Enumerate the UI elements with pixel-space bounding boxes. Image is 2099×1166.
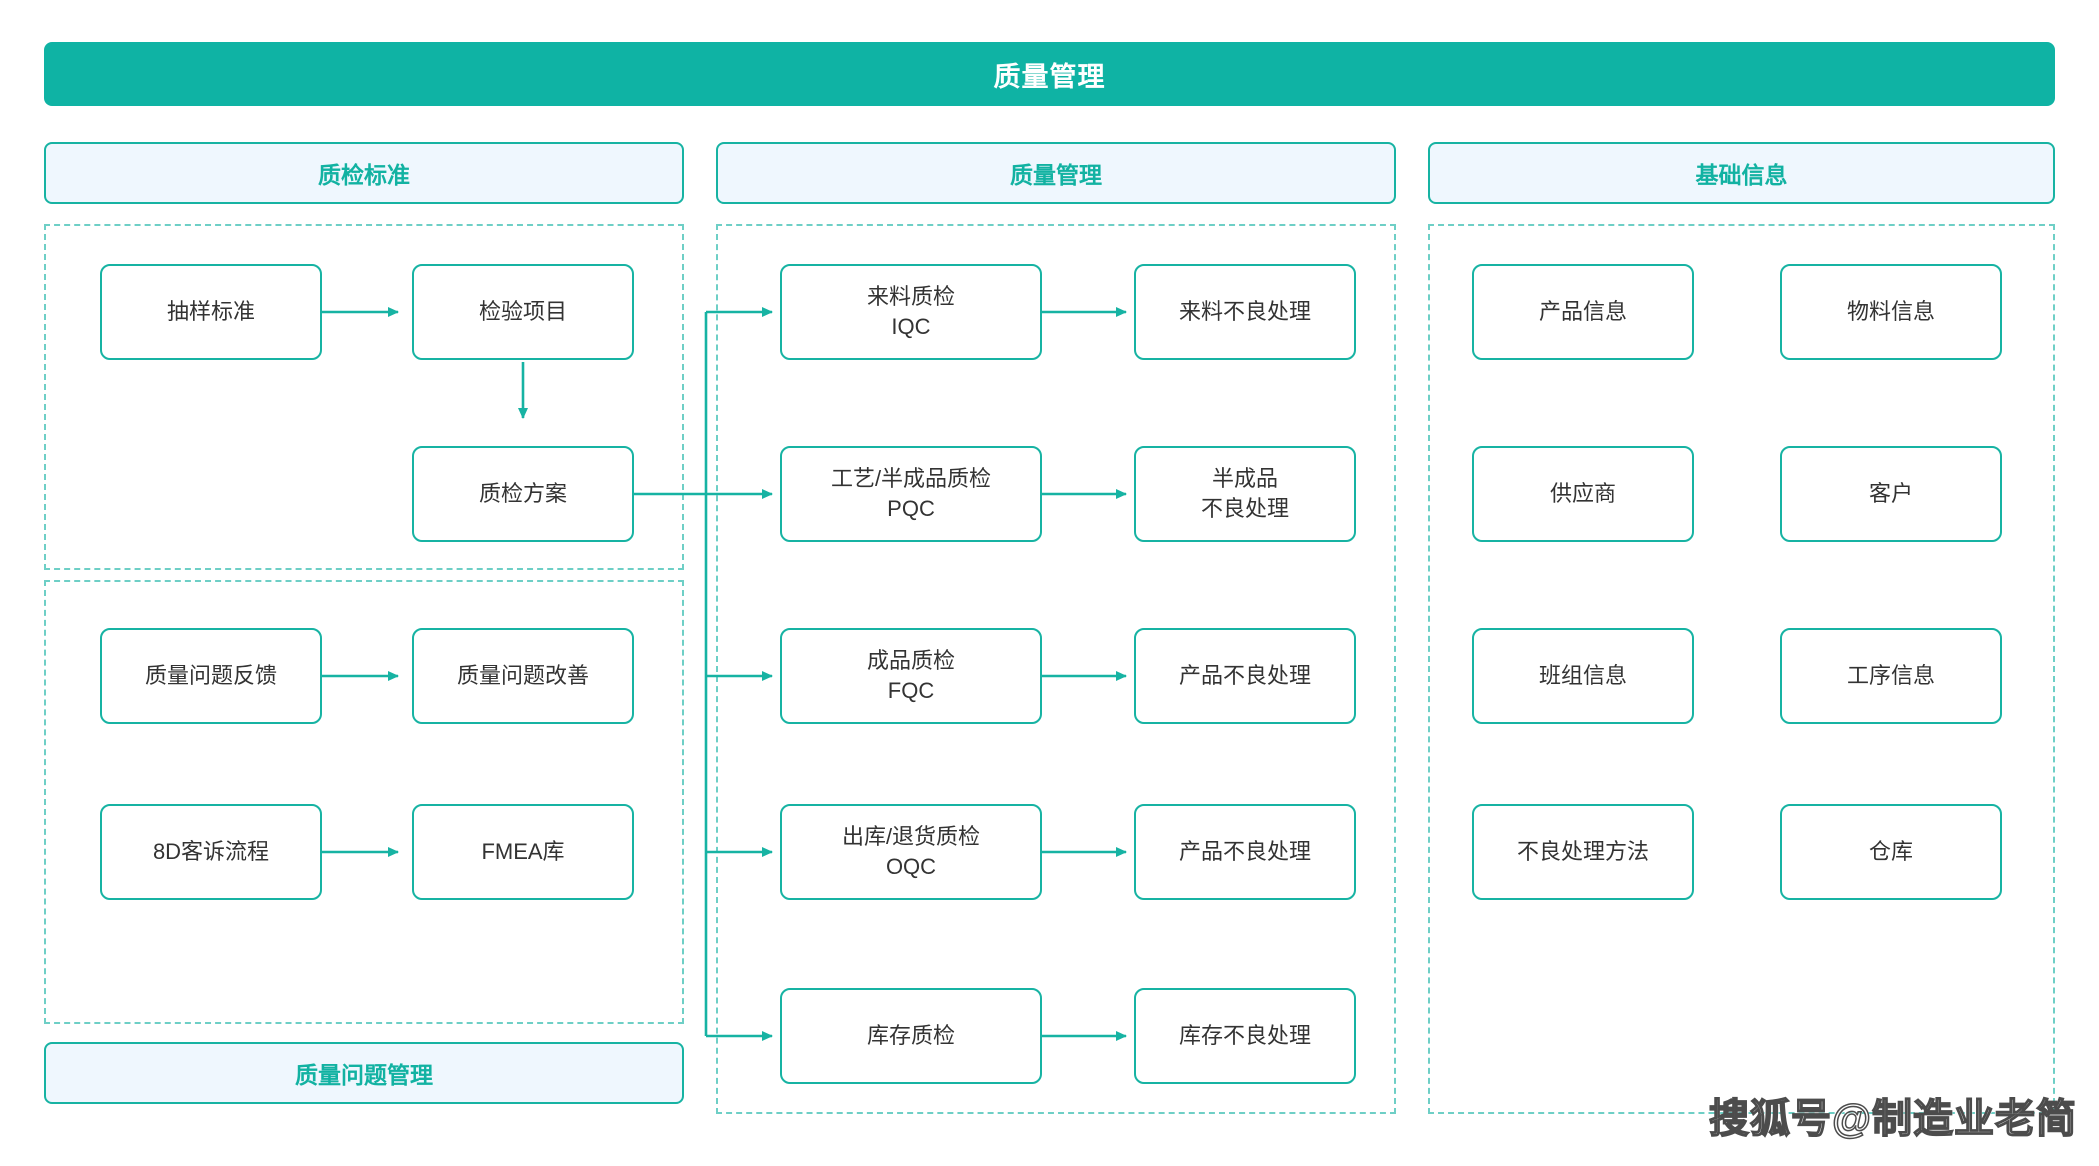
dashed-panel-inspection-standard xyxy=(44,224,684,570)
node-label: 产品不良处理 xyxy=(1178,839,1311,865)
node-label: 抽样标准 xyxy=(166,299,255,325)
node-team-info[interactable]: 班组信息 xyxy=(1472,628,1694,724)
node-pqc-defect[interactable]: 半成品 不良处理 xyxy=(1134,446,1356,542)
dashed-panel-basic-information xyxy=(1428,224,2055,1114)
node-oqc[interactable]: 出库/退货质检 OQC xyxy=(780,804,1042,900)
column-header-inspection-standard: 质检标准 xyxy=(44,142,684,204)
node-label: 半成品 不良处理 xyxy=(1200,466,1289,521)
node-label: 质检方案 xyxy=(478,481,567,507)
node-inspection-plan[interactable]: 质检方案 xyxy=(412,446,634,542)
watermark: 搜狐号@制造业老简 xyxy=(1708,1096,2077,1142)
node-label: 来料不良处理 xyxy=(1178,299,1311,325)
node-customer[interactable]: 客户 xyxy=(1780,446,2002,542)
node-label: 库存不良处理 xyxy=(1178,1023,1311,1049)
node-label: 不良处理方法 xyxy=(1516,839,1649,865)
node-label: 产品不良处理 xyxy=(1178,663,1311,689)
node-label: 物料信息 xyxy=(1846,299,1935,325)
node-label: 客户 xyxy=(1868,481,1913,507)
node-material-info[interactable]: 物料信息 xyxy=(1780,264,2002,360)
node-process-info[interactable]: 工序信息 xyxy=(1780,628,2002,724)
node-iqc[interactable]: 来料质检 IQC xyxy=(780,264,1042,360)
node-fqc-defect[interactable]: 产品不良处理 xyxy=(1134,628,1356,724)
node-fqc[interactable]: 成品质检 FQC xyxy=(780,628,1042,724)
node-label: 库存质检 xyxy=(866,1023,955,1049)
node-fmea-library[interactable]: FMEA库 xyxy=(412,804,634,900)
node-label: 产品信息 xyxy=(1538,299,1627,325)
node-sampling-standard[interactable]: 抽样标准 xyxy=(100,264,322,360)
column-header-basic-information: 基础信息 xyxy=(1428,142,2055,204)
node-quality-issue-improvement[interactable]: 质量问题改善 xyxy=(412,628,634,724)
node-defect-handling-method[interactable]: 不良处理方法 xyxy=(1472,804,1694,900)
node-label: 质量问题反馈 xyxy=(144,663,277,689)
dashed-panel-quality-issue xyxy=(44,580,684,1024)
node-stock-inspection[interactable]: 库存质检 xyxy=(780,988,1042,1084)
node-oqc-defect[interactable]: 产品不良处理 xyxy=(1134,804,1356,900)
node-label: 工艺/半成品质检 PQC xyxy=(830,466,992,521)
node-product-info[interactable]: 产品信息 xyxy=(1472,264,1694,360)
column-header-quality-management: 质量管理 xyxy=(716,142,1396,204)
dashed-panel-quality-management xyxy=(716,224,1396,1114)
node-label: FMEA库 xyxy=(481,839,565,865)
node-label: 班组信息 xyxy=(1538,663,1627,689)
node-label: 检验项目 xyxy=(478,299,567,325)
node-supplier[interactable]: 供应商 xyxy=(1472,446,1694,542)
node-inspection-item[interactable]: 检验项目 xyxy=(412,264,634,360)
column-header-label: 质量管理 xyxy=(1010,162,1102,188)
main-title-bar: 质量管理 xyxy=(44,42,2055,106)
node-label: 仓库 xyxy=(1868,839,1913,865)
node-label: 质量问题改善 xyxy=(456,663,589,689)
node-pqc[interactable]: 工艺/半成品质检 PQC xyxy=(780,446,1042,542)
node-label: 成品质检 FQC xyxy=(866,648,955,703)
column-footer-quality-issue-management: 质量问题管理 xyxy=(44,1042,684,1104)
node-stock-defect[interactable]: 库存不良处理 xyxy=(1134,988,1356,1084)
main-title-text: 质量管理 xyxy=(993,61,1106,92)
column-header-label: 质检标准 xyxy=(318,162,410,188)
column-header-label: 基础信息 xyxy=(1695,162,1788,188)
node-8d-complaint-process[interactable]: 8D客诉流程 xyxy=(100,804,322,900)
column-footer-label: 质量问题管理 xyxy=(295,1062,433,1088)
node-label: 来料质检 IQC xyxy=(866,284,955,339)
node-label: 供应商 xyxy=(1549,481,1616,507)
node-label: 出库/退货质检 OQC xyxy=(841,824,981,879)
node-iqc-defect[interactable]: 来料不良处理 xyxy=(1134,264,1356,360)
node-label: 8D客诉流程 xyxy=(152,839,270,865)
node-quality-issue-feedback[interactable]: 质量问题反馈 xyxy=(100,628,322,724)
node-label: 工序信息 xyxy=(1846,663,1935,689)
node-warehouse[interactable]: 仓库 xyxy=(1780,804,2002,900)
